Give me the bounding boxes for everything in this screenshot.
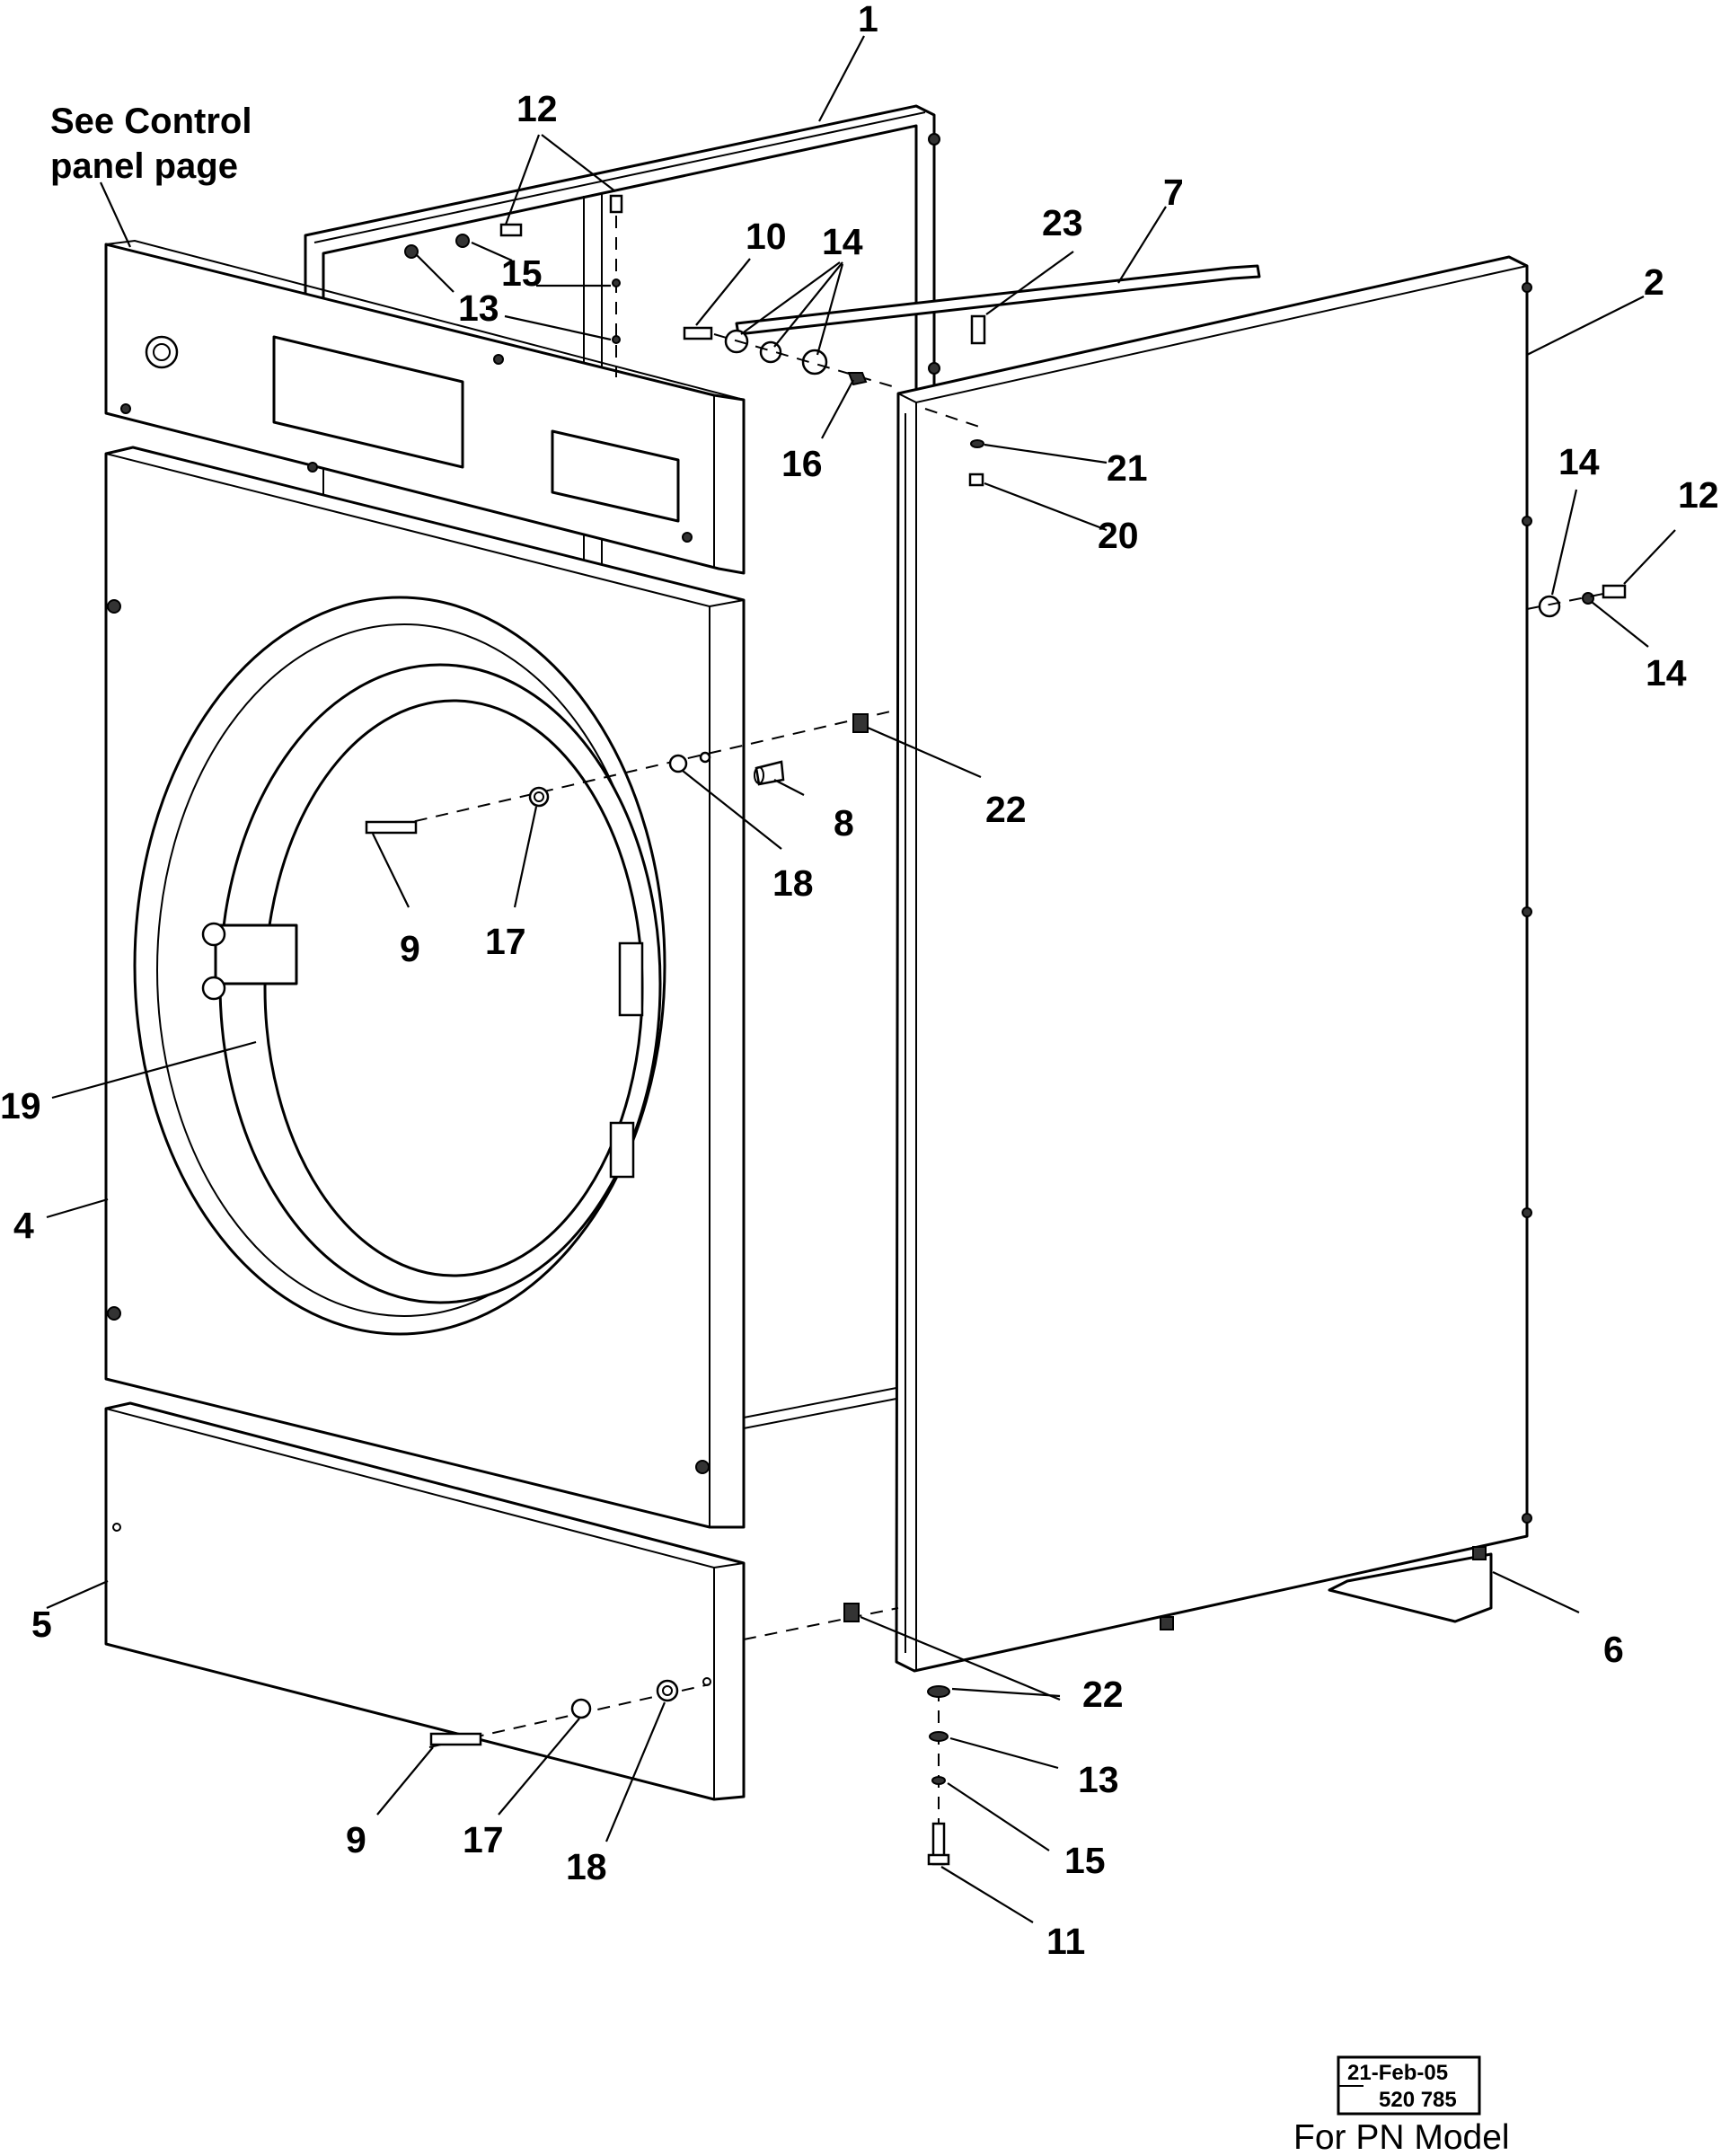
side-panel xyxy=(895,255,1532,1673)
top-hardware xyxy=(404,194,1627,618)
callout-4: 4 xyxy=(13,1205,34,1246)
callout-18: 18 xyxy=(772,862,814,904)
callout-12: 12 xyxy=(1678,474,1719,516)
callout-22: 22 xyxy=(1082,1674,1124,1715)
note-line-1: See Control xyxy=(50,102,252,141)
callout-14: 14 xyxy=(1558,441,1600,482)
note-line-2: panel page xyxy=(50,146,238,186)
callout-13: 13 xyxy=(1078,1759,1119,1800)
callout-7: 7 xyxy=(1163,172,1184,213)
base-foot xyxy=(1328,1552,1493,1623)
caption: For PN Model xyxy=(1293,2118,1510,2156)
callout-22: 22 xyxy=(985,789,1027,830)
callout-9: 9 xyxy=(346,1819,366,1860)
callout-23: 23 xyxy=(1042,202,1083,243)
callout-14: 14 xyxy=(1646,652,1687,694)
callout-8: 8 xyxy=(834,802,854,844)
callout-21: 21 xyxy=(1107,447,1148,489)
callout-18: 18 xyxy=(566,1846,607,1887)
leader-lines xyxy=(46,35,1676,1923)
callout-16: 16 xyxy=(781,443,823,484)
callout-1: 1 xyxy=(858,0,878,40)
callout-12: 12 xyxy=(516,88,558,129)
callout-13: 13 xyxy=(458,287,499,329)
callout-20: 20 xyxy=(1098,515,1139,556)
callout-6: 6 xyxy=(1603,1629,1624,1670)
lower-hardware xyxy=(428,1603,950,1866)
tie-rod xyxy=(735,264,1261,336)
control-panel xyxy=(104,239,746,575)
front-panel xyxy=(104,446,746,1529)
callout-17: 17 xyxy=(485,921,526,962)
stamp-number: 520 785 xyxy=(1379,2088,1457,2112)
callout-9: 9 xyxy=(400,928,420,969)
callout-15: 15 xyxy=(501,252,543,294)
drawing-stamp: 21-Feb-05 520 785 xyxy=(1337,2055,1481,2116)
callout-11: 11 xyxy=(1046,1921,1085,1962)
callout-5: 5 xyxy=(31,1604,52,1645)
bottom-rod xyxy=(743,1387,897,1429)
callout-2: 2 xyxy=(1644,261,1664,303)
callout-10: 10 xyxy=(746,216,787,257)
callout-15: 15 xyxy=(1064,1840,1106,1881)
callout-19: 19 xyxy=(0,1085,41,1127)
callout-17: 17 xyxy=(463,1819,504,1860)
callout-14: 14 xyxy=(822,221,863,262)
callout-labels: 1 12 15 13 10 14 23 7 2 16 21 20 14 12 1… xyxy=(0,0,1719,1962)
stamp-date: 21-Feb-05 xyxy=(1347,2061,1448,2085)
middle-hardware xyxy=(365,709,899,835)
